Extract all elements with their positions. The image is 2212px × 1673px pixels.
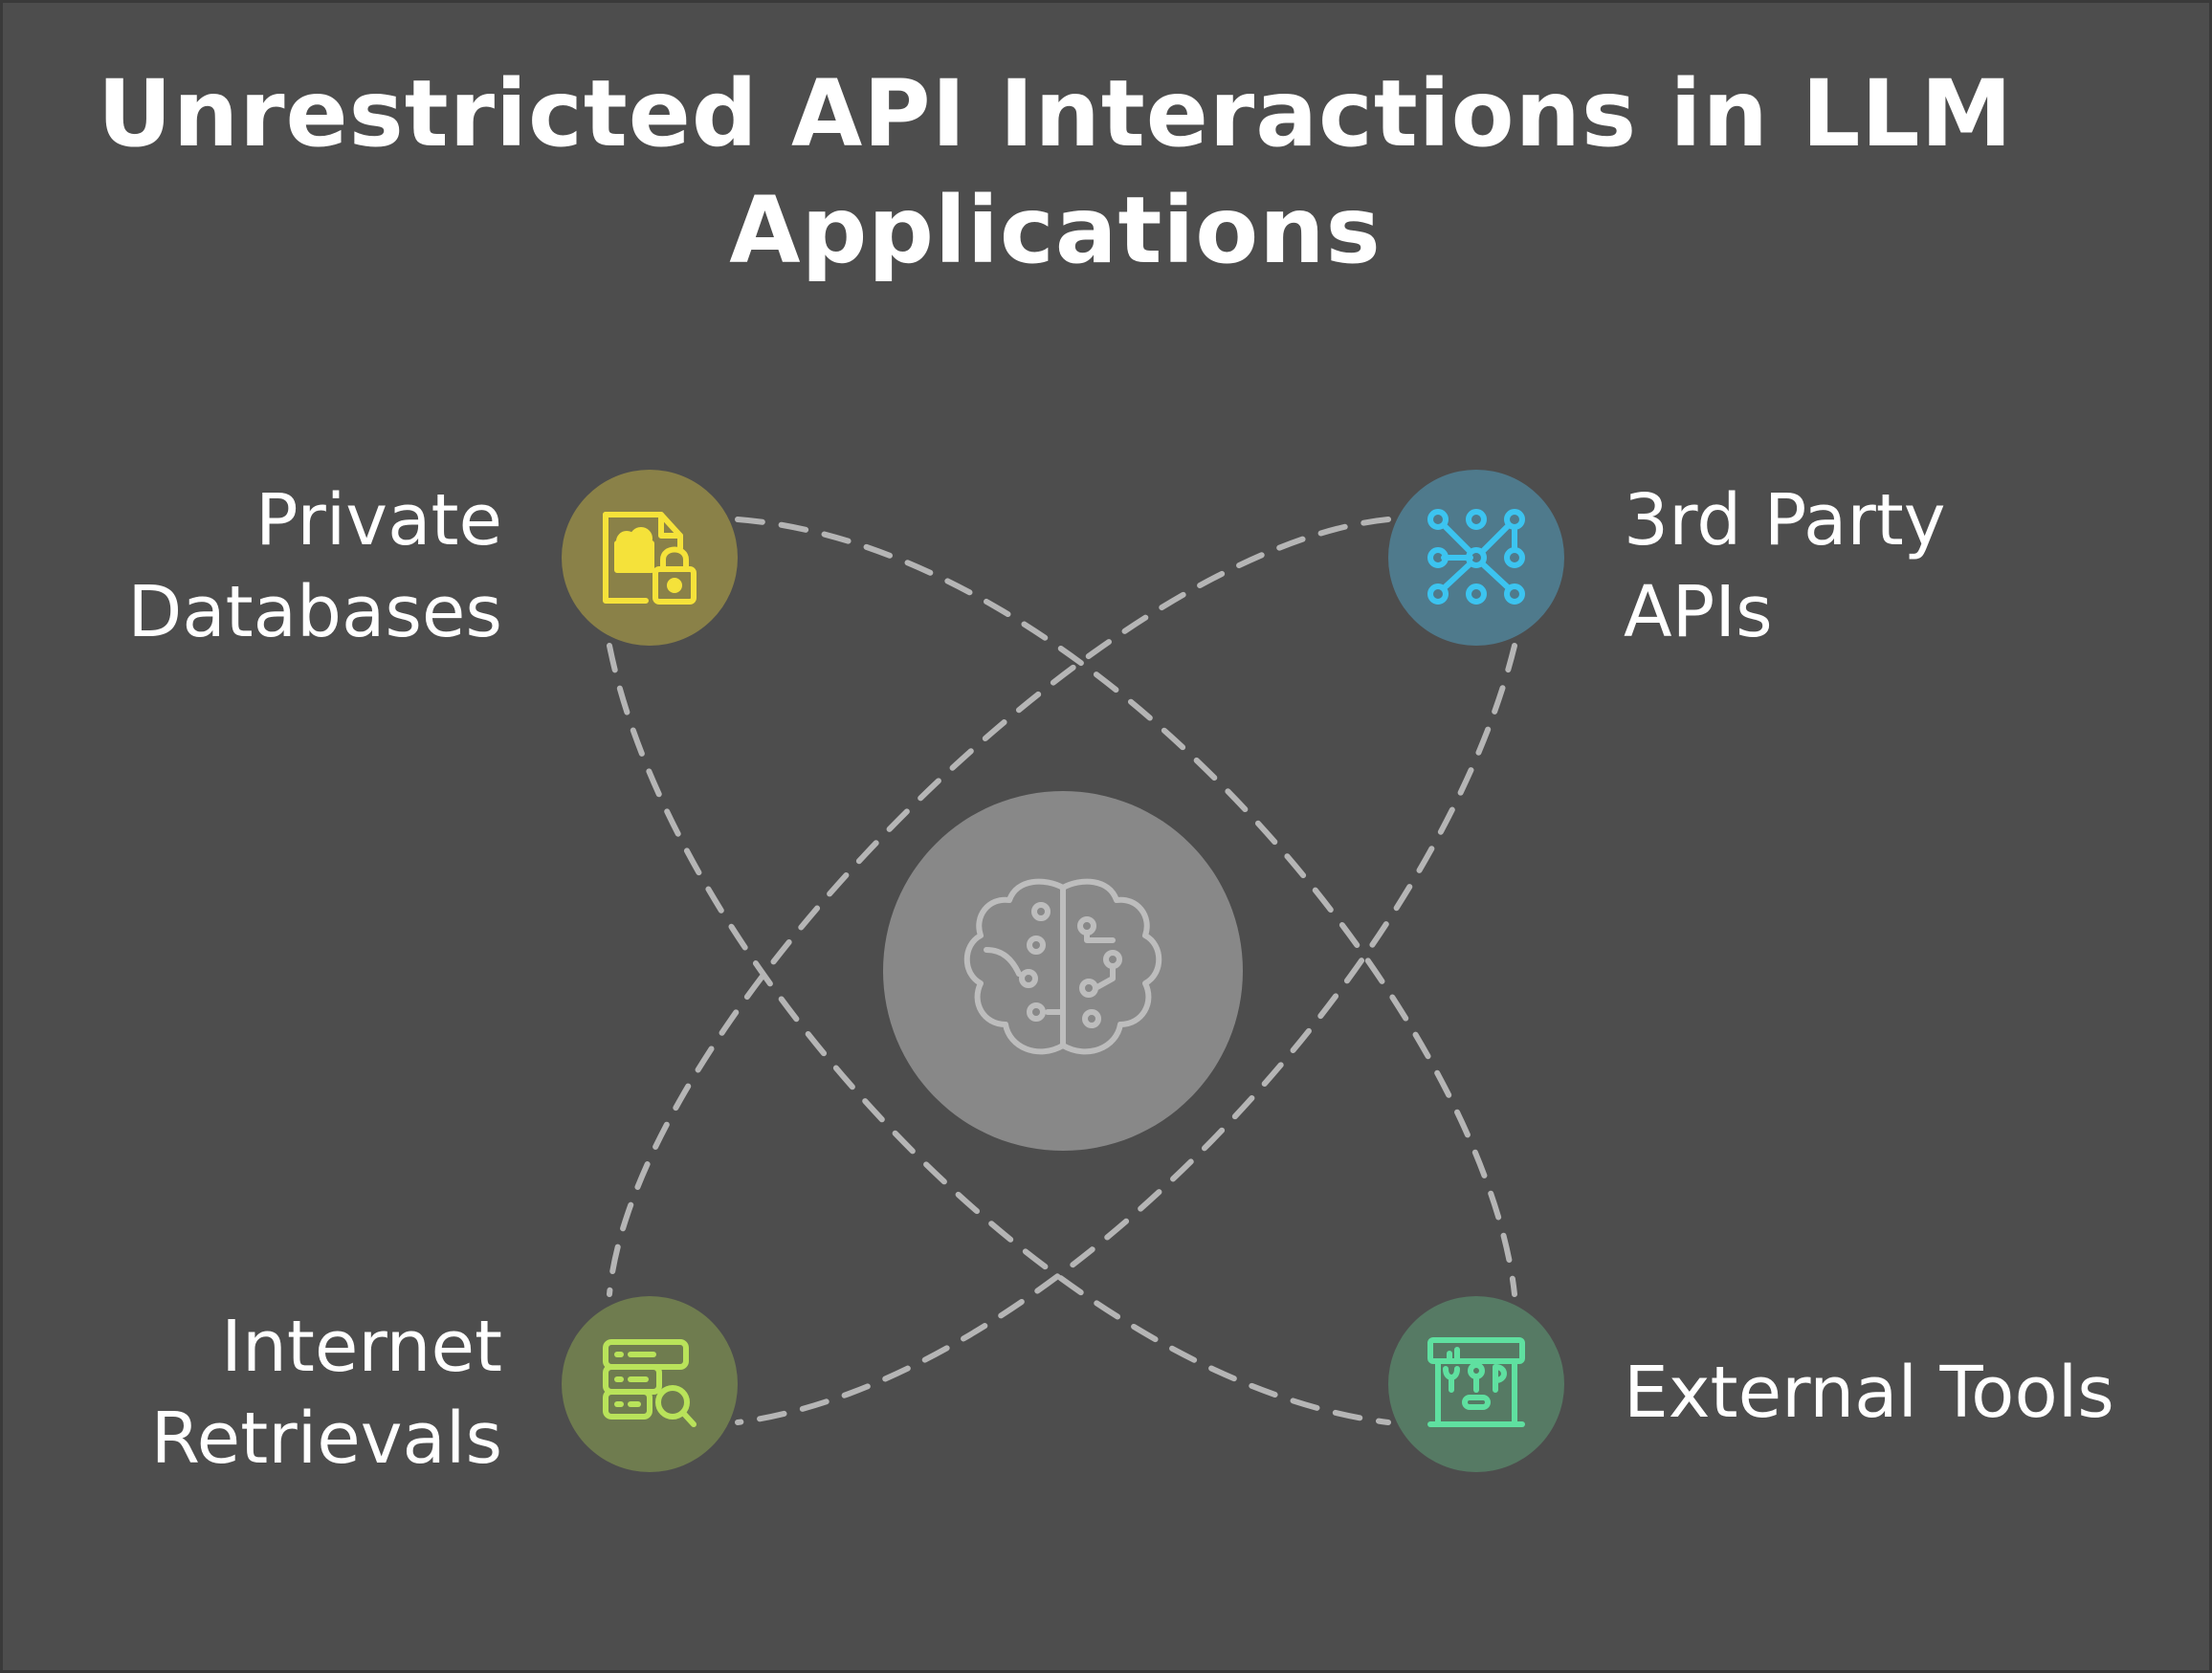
third-party-apis-line-2: APIs bbox=[1624, 571, 1773, 653]
node-third-party-apis[interactable] bbox=[1388, 470, 1564, 646]
private-databases-line-1: Private bbox=[255, 479, 502, 561]
node-private-databases[interactable] bbox=[562, 470, 738, 646]
server-search-icon bbox=[603, 1339, 697, 1427]
node-external-tools[interactable] bbox=[1388, 1296, 1564, 1472]
private-databases-line-2: Databases bbox=[127, 571, 502, 653]
internet-retrievals-line-2: Retrievals bbox=[150, 1398, 502, 1480]
label-internet-retrievals: Internet Retrievals bbox=[60, 1301, 502, 1485]
label-third-party-apis: 3rd Party APIs bbox=[1624, 474, 2159, 658]
external-tools-line-1: External Tools bbox=[1624, 1352, 2114, 1434]
internet-retrievals-line-1: Internet bbox=[221, 1306, 502, 1388]
label-external-tools: External Tools bbox=[1624, 1347, 2198, 1439]
center-node bbox=[883, 791, 1243, 1151]
diagram-graphic bbox=[562, 470, 1564, 1472]
database-lock-icon bbox=[603, 512, 697, 605]
connector-private-to-external bbox=[735, 517, 1517, 1297]
title-line-1: Unrestricted API Interactions in LLM bbox=[97, 60, 2014, 167]
connector-thirdparty-to-internet-lower bbox=[735, 643, 1517, 1425]
title-line-2: Applications bbox=[729, 177, 1382, 284]
network-nodes-icon bbox=[1427, 509, 1525, 605]
connector-thirdparty-to-internet bbox=[607, 517, 1391, 1297]
brain-circuit-icon bbox=[963, 878, 1162, 1055]
connectors bbox=[607, 517, 1517, 1425]
node-internet-retrievals[interactable] bbox=[562, 1296, 738, 1472]
internet-retrievals-circle bbox=[562, 1296, 738, 1472]
connector-private-to-external-lower bbox=[607, 643, 1391, 1425]
third-party-apis-line-1: 3rd Party bbox=[1624, 479, 1946, 561]
diagram-title: Unrestricted API Interactions in LLM App… bbox=[3, 55, 2108, 289]
toolbox-icon bbox=[1427, 1337, 1525, 1427]
third-party-apis-circle bbox=[1388, 470, 1564, 646]
label-private-databases: Private Databases bbox=[60, 474, 502, 658]
